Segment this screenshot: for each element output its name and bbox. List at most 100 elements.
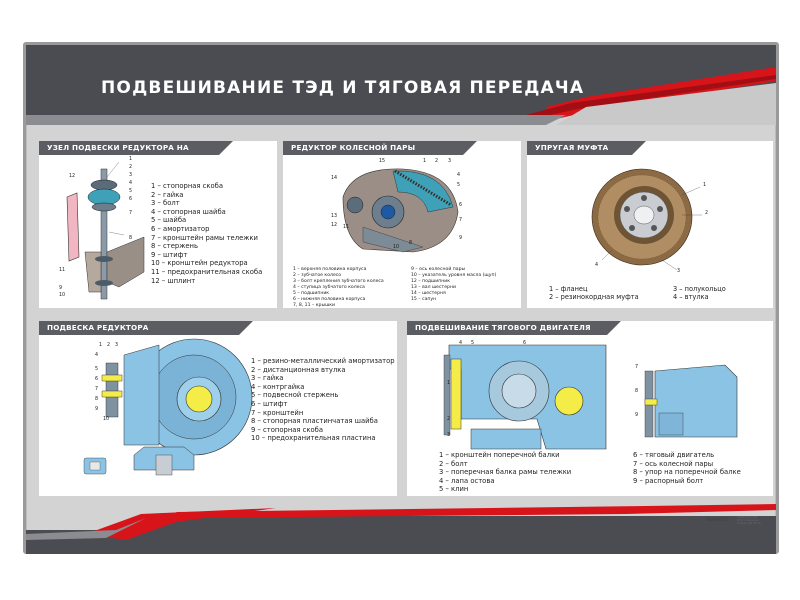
panel-heading: ПОДВЕСКА РЕДУКТОРА bbox=[39, 321, 253, 335]
logo-sub-line: 8 (495) 999-99-99 bbox=[737, 522, 761, 525]
legend-item: 3 – поперечная балка рамы тележки bbox=[439, 468, 572, 477]
logo: SANNITZA bbox=[706, 517, 729, 522]
legend-item: 1 – фланец bbox=[549, 285, 588, 293]
legend-item: 10 – кронштейн редуктора bbox=[151, 259, 248, 268]
callout-label: 2 bbox=[705, 211, 709, 216]
callout-label: 2 bbox=[129, 165, 133, 170]
legend-item: 11 – предохранительная скоба bbox=[151, 267, 263, 276]
legend-item: 2 – дистанционная втулка bbox=[251, 365, 346, 374]
legend-gearbox-right: 9 – ось колесной пары 10 – указатель уро… bbox=[411, 267, 496, 303]
legend-item: 2 – зубчатое колесо bbox=[293, 273, 342, 278]
callout-label: 5 bbox=[457, 183, 461, 188]
poster-title: ПОДВЕШИВАНИЕ ТЭД И ТЯГОВАЯ ПЕРЕДАЧА bbox=[101, 78, 585, 98]
panel-heading: ПОДВЕШИВАНИЕ ТЯГОВОГО ДВИГАТЕЛЯ bbox=[407, 321, 621, 335]
legend-item: 14 – шестерня bbox=[411, 291, 446, 296]
legend-item: 12 – подшипник bbox=[411, 279, 451, 284]
legend-item: 7, 8, 11 – крышки bbox=[293, 303, 336, 308]
legend-item: 1 – стопорная скоба bbox=[151, 182, 224, 190]
legend-item: 4 – втулка bbox=[673, 293, 709, 301]
legend-item: 3 – болт крепления зубчатого колеса bbox=[293, 279, 384, 284]
legend-coupling-right: 3 – полукольцо 4 – втулка bbox=[673, 285, 726, 301]
callout-label: 10 bbox=[393, 245, 400, 250]
callout-label: 3 bbox=[447, 433, 451, 438]
legend-item: 1 – резино-металлический амортизатор bbox=[251, 357, 395, 365]
legend-item: 9 – распорный болт bbox=[633, 476, 704, 485]
legend-item: 13 – вал шестерни bbox=[411, 285, 456, 290]
callout-label: 4 bbox=[595, 263, 599, 268]
legend-item: 4 – лапа остова bbox=[439, 476, 495, 485]
callout-label: 1 bbox=[129, 157, 133, 162]
callout-label: 7 bbox=[129, 211, 133, 216]
legend-reducer-suspension: 1 – резино-металлический амортизатор 2 –… bbox=[251, 357, 395, 443]
legend-item: 8 – упор на поперечной балке bbox=[633, 468, 741, 477]
callout-label: 4 bbox=[129, 181, 133, 186]
callout-label: 7 bbox=[459, 218, 463, 223]
callout-label: 3 bbox=[115, 343, 119, 348]
callout-label: 2 bbox=[447, 417, 451, 422]
callout-label: 10 bbox=[59, 293, 66, 298]
callout-label: 9 bbox=[95, 407, 99, 412]
callout-label: 9 bbox=[459, 236, 463, 241]
callout-label: 3 bbox=[677, 269, 681, 274]
panel-motor-suspension: ПОДВЕШИВАНИЕ ТЯГОВОГО ДВИГАТЕЛЯ 1 2 3 4 … bbox=[407, 321, 773, 496]
legend-item: 4 – ступица зубчатого колеса bbox=[293, 285, 365, 290]
legend-motor-right: 6 – тяговый двигатель 7 – ось колесной п… bbox=[633, 451, 741, 485]
callout-label: 4 bbox=[95, 353, 99, 358]
legend-item: 10 – указатель уровня масла (щуп) bbox=[411, 273, 497, 278]
legend-gearbox-left: 1 – верхняя половина корпуса 2 – зубчато… bbox=[293, 267, 384, 309]
legend-item: 9 – штифт bbox=[151, 250, 188, 259]
legend-item: 8 – стопорная пластинчатая шайба bbox=[251, 417, 378, 426]
panel-heading: РЕДУКТОР КОЛЕСНОЙ ПАРЫ ЭЛЕКТРОПОЕЗДА bbox=[283, 141, 477, 166]
coupling-drawing bbox=[591, 168, 702, 271]
legend-item: 6 – нижняя половина корпуса bbox=[293, 297, 366, 302]
legend-item: 1 – верхняя половина корпуса bbox=[293, 267, 367, 272]
legend-item: 1 – кронштейн поперечной балки bbox=[439, 451, 560, 459]
legend-item: 3 – полукольцо bbox=[673, 285, 726, 293]
callout-label: 11 bbox=[343, 225, 350, 230]
panel-gearbox: РЕДУКТОР КОЛЕСНОЙ ПАРЫ ЭЛЕКТРОПОЕЗДА 1 2… bbox=[283, 141, 521, 308]
legend-item: 10 – предохранительная пластина bbox=[251, 434, 376, 443]
legend-item: 6 – амортизатор bbox=[151, 224, 210, 233]
legend-item: 2 – болт bbox=[439, 459, 468, 468]
panel-heading: УЗЕЛ ПОДВЕСКИ РЕДУКТОРА НА ЭЛЕКТРОПОЕЗДЕ bbox=[39, 141, 233, 166]
callout-label: 8 bbox=[129, 236, 133, 241]
legend-reducer-mount: 1 – стопорная скоба 2 – гайка 3 – болт 4… bbox=[151, 182, 262, 285]
callout-label: 5 bbox=[471, 341, 475, 346]
callout-label: 8 bbox=[95, 397, 99, 402]
legend-item: 2 – гайка bbox=[151, 190, 184, 199]
callout-label: 6 bbox=[129, 197, 133, 202]
callout-label: 5 bbox=[129, 189, 133, 194]
callout-label: 10 bbox=[103, 417, 110, 422]
legend-item: 5 – шайба bbox=[151, 216, 187, 225]
gearbox-drawing bbox=[342, 168, 459, 253]
panel-heading: УПРУГАЯ МУФТА bbox=[527, 141, 646, 155]
callout-label: 1 bbox=[423, 159, 427, 164]
callout-label: 12 bbox=[69, 174, 76, 179]
legend-item: 3 – болт bbox=[151, 199, 180, 208]
callout-label: 6 bbox=[95, 377, 99, 382]
callout-label: 3 bbox=[448, 159, 452, 164]
callout-label: 2 bbox=[107, 343, 111, 348]
callout-label: 13 bbox=[331, 214, 338, 219]
bottom-band bbox=[26, 504, 776, 554]
callout-label: 3 bbox=[129, 173, 133, 178]
header-band bbox=[26, 45, 776, 125]
callout-label: 6 bbox=[459, 203, 463, 208]
legend-item: 3 – гайка bbox=[251, 374, 284, 383]
panel-reducer-suspension: ПОДВЕСКА РЕДУКТОРА 1 2 3 4 5 6 7 8 9 10 … bbox=[39, 321, 397, 496]
legend-coupling-left: 1 – фланец 2 – резинокордная муфта bbox=[549, 285, 639, 301]
legend-item: 9 – стопорная скоба bbox=[251, 425, 324, 434]
legend-item: 6 – тяговый двигатель bbox=[633, 451, 715, 459]
panel-reducer-mount: УЗЕЛ ПОДВЕСКИ РЕДУКТОРА НА ЭЛЕКТРОПОЕЗДЕ… bbox=[39, 141, 277, 308]
legend-item: 4 – контргайка bbox=[251, 382, 305, 391]
legend-item: 7 – кронштейн рамы тележки bbox=[151, 233, 258, 242]
legend-item: 2 – резинокордная муфта bbox=[549, 293, 639, 301]
reducer-suspension-drawing bbox=[83, 338, 253, 476]
callout-label: 2 bbox=[435, 159, 439, 164]
legend-item: 8 – стержень bbox=[151, 242, 198, 251]
legend-item: 6 – штифт bbox=[251, 399, 288, 408]
callout-label: 1 bbox=[99, 343, 103, 348]
legend-item: 4 – стопорная шайба bbox=[151, 207, 226, 216]
poster-board: ПОДВЕШИВАНИЕ ТЭД И ТЯГОВАЯ ПЕРЕДАЧА SANN… bbox=[23, 42, 779, 554]
callout-label: 8 bbox=[635, 389, 639, 394]
